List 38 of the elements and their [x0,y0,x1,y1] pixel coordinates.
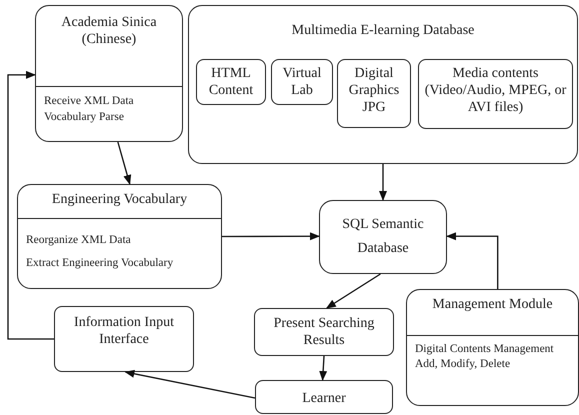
node-title: SQL Semantic Database [341,216,425,258]
module-box [406,289,579,406]
process-box [271,59,333,105]
node-text: Digital Contents Management [415,342,555,356]
process-box [337,59,411,128]
node-text: Vocabulary Parse [44,110,125,124]
database-container [188,5,578,164]
process-box [418,59,573,129]
node-text: Receive XML Data [44,94,135,108]
node-title: Multimedia E-learning Database [290,22,476,39]
process-box [35,5,183,142]
arrow [446,232,498,289]
node-text: Extract Engineering Vocabulary [26,256,174,270]
node-title: HTML Content [208,65,254,99]
arrow [319,356,328,381]
node-title: Learner [301,390,347,407]
process-box [17,184,222,289]
node-text: Reorganize XML Data [26,233,132,247]
process-box [196,59,266,105]
node-title: Academia Sinica (Chinese) [60,14,158,48]
process-box [254,308,394,356]
arrow [326,273,381,309]
node-title: Present Searching Results [272,315,376,349]
arrow [117,142,132,185]
arrow [124,370,256,399]
arrow [379,164,387,201]
process-box [255,380,393,414]
arrow [7,70,54,340]
node-title: Engineering Vocabulary [50,191,188,208]
arrow [222,232,320,240]
node-text: Add, Modify, Delete [415,357,512,371]
node-title: Digital Graphics JPG [348,65,400,116]
node-title: Management Module [431,296,554,313]
process-box [54,306,194,372]
database-box [319,200,447,274]
node-title: Information Input Interface [73,314,175,348]
node-title: Media contents (Video/Audio, MPEG, or AVI files) [424,65,568,116]
node-title: Virtual Lab [282,65,322,99]
